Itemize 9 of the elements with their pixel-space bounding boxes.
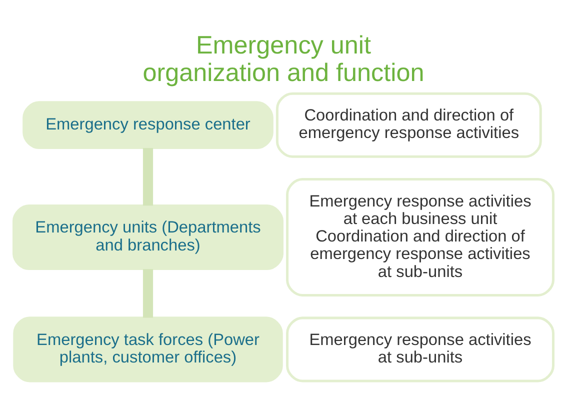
node-box: Coordination and direction of emergency response activities (276, 92, 542, 158)
node-box: Emergency task forces (Power plants, customer offices) (13, 316, 283, 382)
connector (142, 148, 154, 206)
node-box: Emergency response activities at each business unit Coordination and direction of emergency response activities at sub-units (286, 178, 554, 296)
node-box: Emergency response activities at sub-units (286, 316, 554, 382)
diagram-title: Emergency unit organization and function (142, 30, 424, 86)
node-box: Emergency units (Departments and branches) (12, 204, 284, 270)
node-box: Emergency response center (22, 100, 274, 149)
connector (142, 268, 154, 318)
